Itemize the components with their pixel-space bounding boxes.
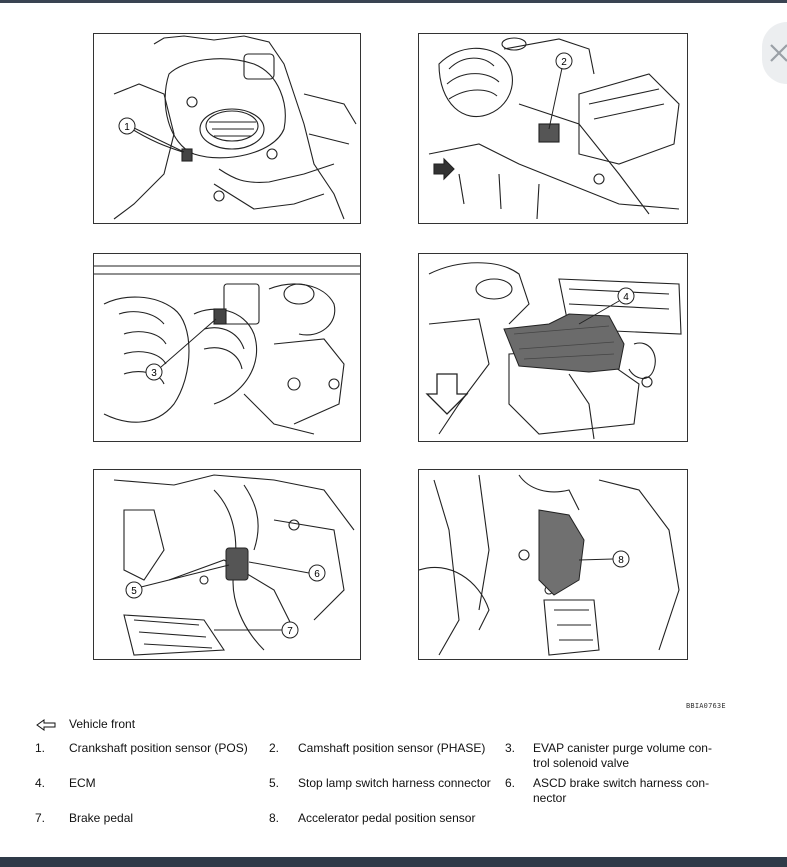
legend-item-label-line-1: ASCD brake switch harness con- <box>533 776 710 790</box>
legend-item-label-line-2: trol solenoid valve <box>533 756 630 770</box>
legend-item-number: 5. <box>269 776 280 790</box>
legend-item-number: 2. <box>269 741 280 755</box>
legend-item-label: Stop lamp switch harness connector <box>298 776 491 790</box>
legend-item-label: Camshaft position sensor (PHASE) <box>298 741 486 755</box>
arrow-left-outline-icon <box>36 719 56 731</box>
callout-6: 6 <box>314 569 320 580</box>
engine-illustration-crank: 1 <box>113 35 357 220</box>
illustration-panel-4: 4 <box>418 253 688 442</box>
engine-illustration-cam: 2 <box>428 37 680 220</box>
legend-item-number: 3. <box>505 741 516 755</box>
legend-item-label: Crankshaft position sensor (POS) <box>69 741 248 755</box>
legend-item-label: Accelerator pedal position sensor <box>298 811 476 825</box>
figure-code: BBIA0763E <box>686 702 726 710</box>
window-top-bar <box>0 0 787 3</box>
callout-4: 4 <box>623 292 629 303</box>
engine-illustration-ecm: 4 <box>425 262 682 440</box>
window-bottom-bar <box>0 857 787 867</box>
callout-5: 5 <box>131 586 137 597</box>
callout-1: 1 <box>124 122 130 133</box>
legend-item-label: ECM <box>69 776 96 790</box>
close-button[interactable] <box>762 22 787 84</box>
callout-8: 8 <box>618 555 624 566</box>
legend-item-label-line-2: nector <box>533 791 567 805</box>
close-icon <box>770 44 787 62</box>
illustration-panel-2: 2 <box>418 33 688 224</box>
legend-item-number: 4. <box>35 776 46 790</box>
legend-item-number: 8. <box>269 811 280 825</box>
legend-item-label-line-1: EVAP canister purge volume con- <box>533 741 712 755</box>
legend-vehicle-front-label: Vehicle front <box>69 717 136 731</box>
callout-7: 7 <box>287 626 293 637</box>
legend-item-number: 1. <box>35 741 46 755</box>
pedal-illustration-accelerator: 8 <box>419 474 680 656</box>
illustration-panel-3: 3 <box>93 253 361 442</box>
legend-item-number: 6. <box>505 776 516 790</box>
legend-item-label: Brake pedal <box>69 811 134 825</box>
engine-illustration-evap: 3 <box>94 265 360 435</box>
pedal-illustration-brake: 5 6 7 <box>113 474 355 656</box>
illustration-panel-6: 8 <box>418 469 688 660</box>
callout-3: 3 <box>151 368 157 379</box>
legend-item-number: 7. <box>35 811 46 825</box>
illustration-panel-1: 1 <box>93 33 361 224</box>
callout-2: 2 <box>561 57 567 68</box>
illustration-panel-5: 5 6 7 <box>93 469 361 660</box>
